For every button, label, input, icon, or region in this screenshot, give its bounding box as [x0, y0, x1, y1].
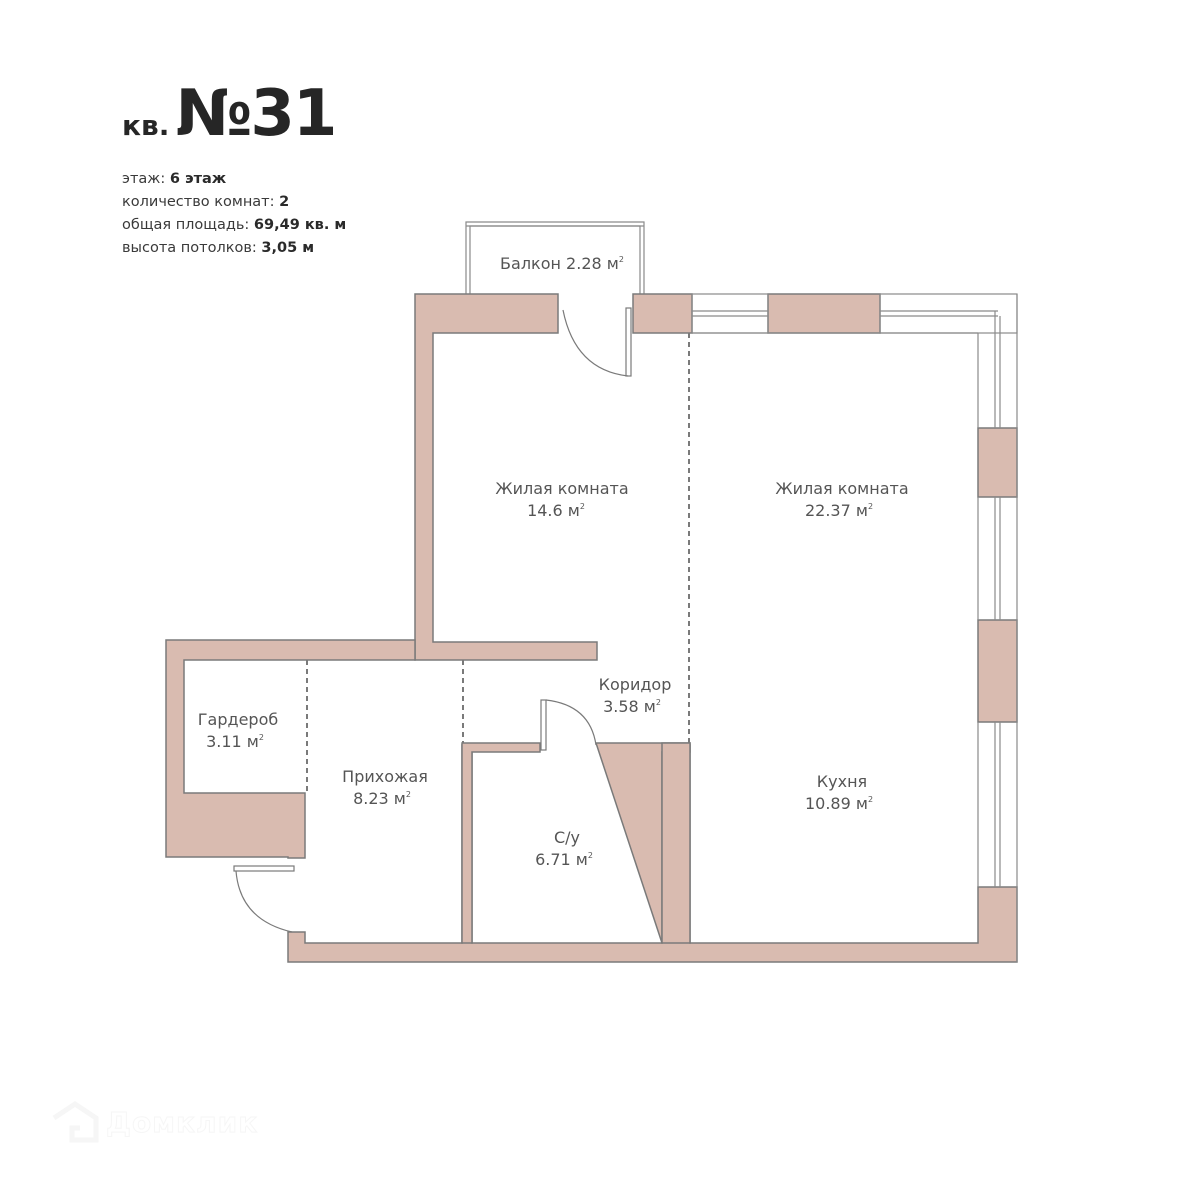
area-hallway: 8.23 м2: [353, 789, 411, 808]
room-labels: Балкон 2.28 м2 Жилая комната 14.6 м2 Жил…: [198, 254, 909, 869]
balcony-railing: [465, 221, 645, 294]
area-living2: 22.37 м2: [805, 501, 873, 520]
apartment-prefix: кв.: [122, 109, 170, 142]
apartment-number: №31: [175, 77, 337, 151]
wall-right-pier2: [977, 619, 1018, 723]
house-logo-icon: [52, 1100, 99, 1143]
zone-dividers: [306, 333, 690, 793]
balcony-door-swing: [562, 309, 629, 377]
wall-top-pier2: [767, 293, 881, 334]
info-value: 6 этаж: [169, 171, 227, 187]
watermark: Домклик: [50, 1100, 258, 1144]
label-corridor: Коридор: [599, 675, 672, 694]
walls: [165, 221, 1018, 963]
doors: [233, 307, 632, 933]
apartment-title: кв. №31: [122, 82, 346, 146]
area-bathroom: 6.71 м2: [535, 850, 593, 869]
info-value: 2: [279, 194, 290, 210]
label-living2: Жилая комната: [775, 479, 908, 498]
info-rooms: количество комнат: 2: [122, 191, 346, 214]
label-kitchen: Кухня: [817, 772, 867, 791]
label-wardrobe: Гардероб: [198, 710, 278, 729]
wall-bathroom-right: [661, 742, 691, 944]
info-label: этаж:: [122, 171, 166, 187]
label-balcony: Балкон 2.28 м2: [500, 254, 624, 273]
wall-right-pier1: [977, 427, 1018, 498]
windows: [691, 293, 1018, 962]
info-value: 69,49 кв. м: [253, 217, 347, 233]
apartment-header: кв. №31 этаж: 6 этаж количество комнат: …: [122, 82, 346, 260]
wall-top-pier: [632, 293, 693, 334]
area-living1: 14.6 м2: [527, 501, 585, 520]
area-corridor: 3.58 м2: [603, 697, 661, 716]
label-bathroom: С/у: [554, 828, 580, 847]
watermark-text: Домклик: [105, 1105, 259, 1139]
bathroom-door-swing: [545, 699, 597, 746]
info-label: высота потолков:: [122, 240, 257, 256]
info-total-area: общая площадь: 69,49 кв. м: [122, 214, 346, 237]
label-hallway: Прихожая: [342, 767, 428, 786]
info-ceiling-height: высота потолков: 3,05 м: [122, 237, 346, 260]
entrance-door-swing: [235, 870, 293, 933]
area-kitchen: 10.89 м2: [805, 794, 873, 813]
area-wardrobe: 3.11 м2: [206, 732, 264, 751]
info-value: 3,05 м: [261, 240, 315, 256]
info-label: количество комнат:: [122, 194, 275, 210]
wall-bathroom-left: [461, 742, 541, 944]
info-floor: этаж: 6 этаж: [122, 168, 346, 191]
wall-living1: [414, 293, 598, 661]
wall-wardrobe: [165, 639, 416, 859]
label-living1: Жилая комната: [495, 479, 628, 498]
info-label: общая площадь:: [122, 217, 250, 233]
apartment-info: этаж: 6 этаж количество комнат: 2 общая …: [122, 168, 346, 260]
